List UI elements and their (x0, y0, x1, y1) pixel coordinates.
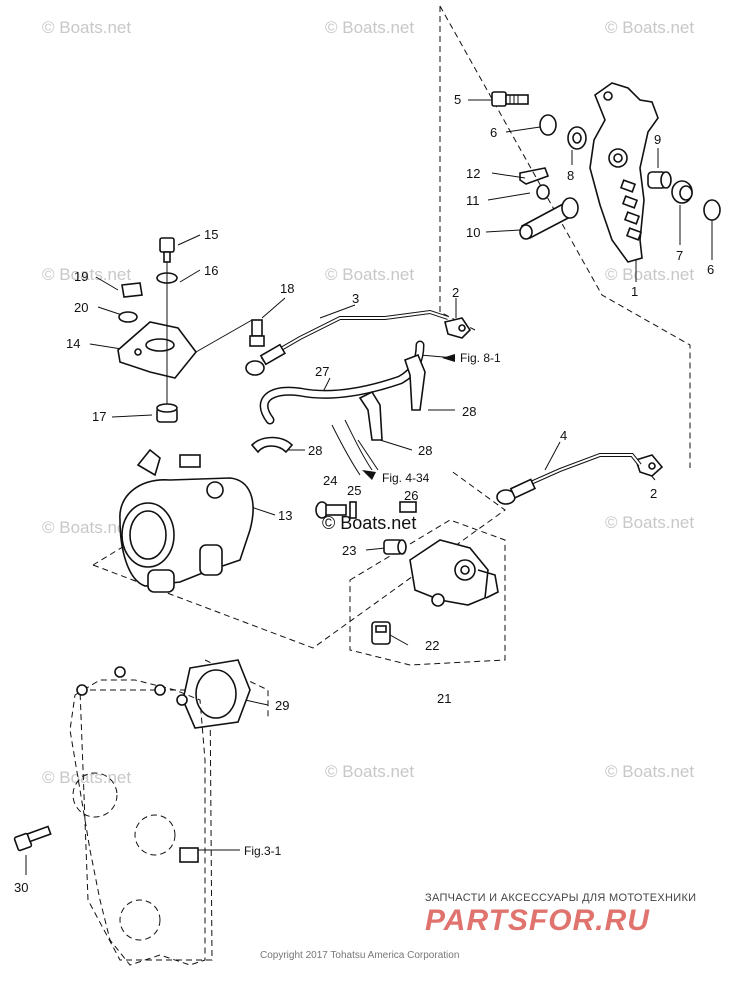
watermark: © Boats.net (42, 265, 132, 284)
clip-2b (634, 454, 664, 477)
callout-21: 21 (437, 691, 451, 706)
fig-ref-3-1: Fig.3-1 (244, 844, 282, 858)
callout-23: 23 (342, 543, 356, 558)
callout-1: 1 (631, 284, 638, 299)
sleeve-23 (383, 539, 407, 555)
gasket-29 (182, 659, 251, 729)
callout-14: 14 (66, 336, 80, 351)
callout-28: 28 (418, 443, 432, 458)
callout-2: 2 (452, 285, 459, 300)
callout-22: 22 (425, 638, 439, 653)
plate-26 (399, 501, 417, 513)
inline-watermark: © Boats.net (322, 513, 417, 533)
callout-8: 8 (567, 168, 574, 183)
copyright: Copyright 2017 Tohatsu America Corporati… (260, 950, 460, 961)
callout-24: 24 (323, 473, 337, 488)
rod-end-10 (519, 197, 579, 240)
callout-9: 9 (654, 132, 661, 147)
throttle-box (92, 469, 506, 649)
arrow-fig-4-34 (362, 470, 376, 480)
callout-2: 2 (650, 486, 657, 501)
callout-15: 15 (204, 227, 218, 242)
nut-19 (121, 282, 143, 298)
hose-27 (259, 340, 425, 476)
fig-ref-4-34: Fig. 4-34 (382, 471, 430, 485)
callout-16: 16 (204, 263, 218, 278)
brand-logo: PARTSFOR.RU (425, 904, 650, 937)
bushing-7 (671, 180, 693, 204)
sensor-bracket-21 (409, 539, 499, 607)
callout-29: 29 (275, 698, 289, 713)
bolt-5 (491, 91, 529, 107)
callout-3: 3 (352, 291, 359, 306)
pin-25 (349, 501, 357, 519)
watermark: © Boats.net (42, 518, 132, 537)
callout-17: 17 (92, 409, 106, 424)
throttle-body-13 (119, 448, 254, 593)
bracket-14 (117, 321, 198, 379)
callout-5: 5 (454, 92, 461, 107)
callout-13: 13 (278, 508, 292, 523)
callout-25: 25 (347, 483, 361, 498)
callout-18: 18 (280, 281, 294, 296)
throttle-lever (589, 82, 659, 263)
washer-11 (536, 184, 550, 200)
screw-24 (315, 501, 347, 519)
clamp-28c (250, 436, 294, 454)
stud-18 (249, 319, 265, 347)
ring-8 (567, 126, 587, 150)
engine-outline (79, 689, 213, 961)
collar-9 (647, 171, 672, 189)
callout-28: 28 (462, 404, 476, 419)
arrow-fig-8-1 (442, 354, 455, 362)
bracket-link (195, 319, 253, 353)
watermark: © Boats.net (42, 768, 132, 787)
callout-4: 4 (560, 428, 567, 443)
callout-26: 26 (404, 488, 418, 503)
callout-28: 28 (308, 443, 322, 458)
sensor-bracket-box (349, 519, 506, 666)
callout-12: 12 (466, 166, 480, 181)
bolt-15 (159, 237, 175, 263)
washer-20 (118, 311, 138, 323)
washer-6b (703, 199, 721, 221)
callout-11: 11 (466, 193, 480, 208)
clamp-28b (358, 390, 383, 441)
link-rod-3 (245, 309, 449, 376)
watermark: © Boats.net (42, 18, 132, 37)
callout-6: 6 (490, 125, 497, 140)
callout-6: 6 (707, 262, 714, 277)
watermark: © Boats.net (325, 762, 415, 781)
block-22 (371, 621, 391, 645)
link-rod-4 (496, 453, 642, 505)
clip-2 (444, 317, 472, 339)
callout-7: 7 (676, 248, 683, 263)
watermark: © Boats.net (325, 18, 415, 37)
clip-12 (519, 167, 550, 185)
watermark: © Boats.net (605, 513, 695, 532)
lever-right-box (439, 5, 691, 468)
callout-20: 20 (74, 300, 88, 315)
callout-19: 19 (74, 269, 88, 284)
callout-27: 27 (315, 364, 329, 379)
engine-block (69, 666, 206, 966)
callout-30: 30 (14, 880, 28, 895)
clamp-28 (403, 353, 426, 411)
watermark: © Boats.net (325, 265, 415, 284)
grommet-17 (156, 403, 178, 423)
brand-tagline: ЗАПЧАСТИ И АКСЕССУАРЫ ДЛЯ МОТОТЕХНИКИ (425, 892, 697, 904)
watermark: © Boats.net (605, 265, 695, 284)
washer-6 (539, 114, 557, 136)
callout-10: 10 (466, 225, 480, 240)
fig-ref-8-1: Fig. 8-1 (460, 351, 501, 365)
watermark: © Boats.net (605, 18, 695, 37)
bolt-30 (13, 825, 52, 852)
watermark-dup: © Boats.net (605, 762, 695, 781)
